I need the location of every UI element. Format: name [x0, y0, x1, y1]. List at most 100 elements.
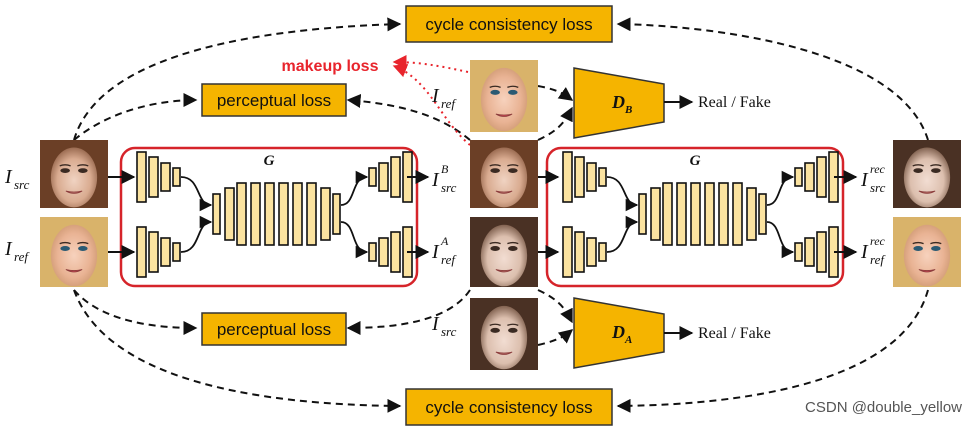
face-src-makeup: [470, 140, 538, 208]
dec-layer-bottom: [794, 242, 803, 262]
enc-layer-top: [574, 156, 585, 198]
disc-bottom-sub: A: [624, 334, 632, 346]
enc-layer-bottom: [148, 231, 159, 273]
enc-layer-bottom: [160, 237, 171, 267]
dec-layer-bottom: [378, 237, 389, 267]
perceptual-loss-box-bottom: perceptual loss: [201, 312, 347, 346]
svg-text:ref: ref: [14, 249, 30, 264]
flow-arrow: [340, 170, 369, 206]
bottleneck-layer: [662, 182, 673, 246]
flow-arrow: [766, 221, 795, 259]
bottleneck-layer: [236, 182, 247, 246]
flow-arrow: [180, 176, 213, 212]
bottleneck-layer: [320, 187, 331, 241]
bottleneck-layer: [718, 182, 729, 246]
enc-layer-bottom: [562, 226, 573, 278]
makeup-loss-arrows: [392, 55, 471, 146]
disc-top-letter: D: [611, 92, 625, 112]
label-i-src-b: I B src: [431, 162, 457, 195]
discriminator-bottom: D A: [573, 297, 665, 369]
dashed-connections: [73, 17, 929, 413]
enc-layer-top: [562, 151, 573, 203]
discriminator-top: D B: [573, 67, 665, 139]
flow-arrow: [766, 170, 795, 206]
svg-text:src: src: [14, 177, 30, 192]
bottleneck-layer: [690, 182, 701, 246]
bottleneck-layer: [650, 187, 661, 241]
bottleneck-layer: [250, 182, 261, 246]
face-src-rec: [893, 140, 961, 208]
flow-arrow: [606, 176, 639, 212]
perceptual-loss-label-bottom: perceptual loss: [217, 320, 331, 339]
bottleneck-layer: [212, 193, 221, 235]
dec-layer-top: [804, 162, 815, 192]
enc-layer-top: [586, 162, 597, 192]
bottleneck-layer: [278, 182, 289, 246]
cycle-loss-box-top: cycle consistency loss: [405, 5, 613, 43]
bottleneck-layer: [676, 182, 687, 246]
bottleneck-layer: [292, 182, 303, 246]
makeup-loss-label: makeup loss: [282, 58, 379, 75]
label-i-src-left: I src: [4, 166, 30, 192]
dec-layer-bottom: [804, 237, 815, 267]
dec-layer-bottom: [816, 231, 827, 273]
face-ref-rec: [893, 217, 961, 287]
bottleneck-layer: [638, 193, 647, 235]
enc-layer-top: [598, 167, 607, 187]
enc-layer-bottom: [136, 226, 147, 278]
disc-top-sub: B: [624, 104, 632, 116]
svg-text:B: B: [441, 162, 449, 176]
label-i-ref-left: I ref: [4, 238, 30, 264]
enc-layer-top: [172, 167, 181, 187]
label-i-ref-a: I A ref: [431, 234, 457, 267]
bottleneck-layer: [264, 182, 275, 246]
svg-text:ref: ref: [870, 252, 886, 267]
svg-text:I: I: [431, 241, 440, 263]
dec-layer-top: [368, 167, 377, 187]
svg-text:I: I: [431, 169, 440, 191]
generator-label-right: G: [690, 153, 701, 169]
enc-layer-bottom: [172, 242, 181, 262]
enc-layer-top: [136, 151, 147, 203]
bottleneck-layer: [758, 193, 767, 235]
flow-arrow: [340, 221, 369, 259]
enc-layer-bottom: [586, 237, 597, 267]
generator-network-left: [136, 151, 413, 278]
svg-text:A: A: [440, 234, 449, 248]
svg-text:rec: rec: [870, 162, 886, 176]
enc-layer-bottom: [598, 242, 607, 262]
label-i-src-rec: I rec src: [860, 162, 886, 195]
label-i-ref-top: I ref: [431, 85, 457, 111]
flow-arrow: [606, 215, 639, 253]
dec-layer-top: [390, 156, 401, 198]
face-ref-disc: [470, 60, 538, 132]
face-src-input: [40, 140, 108, 208]
svg-text:ref: ref: [441, 96, 457, 111]
enc-layer-top: [148, 156, 159, 198]
svg-text:ref: ref: [441, 252, 457, 267]
svg-text:rec: rec: [870, 234, 886, 248]
bottleneck-layer: [224, 187, 235, 241]
bottleneck-layer: [746, 187, 757, 241]
generator-box-right: [545, 146, 845, 288]
dec-layer-bottom: [390, 231, 401, 273]
bottleneck-layer: [306, 182, 317, 246]
face-ref-demakeup: [470, 217, 538, 287]
dec-layer-top: [378, 162, 389, 192]
generator-network-right: [562, 151, 839, 278]
generator-box-left: [119, 146, 419, 288]
svg-text:I: I: [860, 169, 869, 191]
svg-text:I: I: [431, 85, 440, 107]
svg-text:src: src: [441, 180, 457, 195]
dec-layer-bottom: [368, 242, 377, 262]
bottleneck-layer: [732, 182, 743, 246]
bottleneck-layer: [332, 193, 341, 235]
cycle-loss-label-top: cycle consistency loss: [425, 15, 592, 34]
cycle-loss-label-bottom: cycle consistency loss: [425, 398, 592, 417]
enc-layer-bottom: [574, 231, 585, 273]
dec-layer-top: [794, 167, 803, 187]
enc-layer-top: [160, 162, 171, 192]
label-i-src-bottom: I src: [431, 313, 457, 339]
